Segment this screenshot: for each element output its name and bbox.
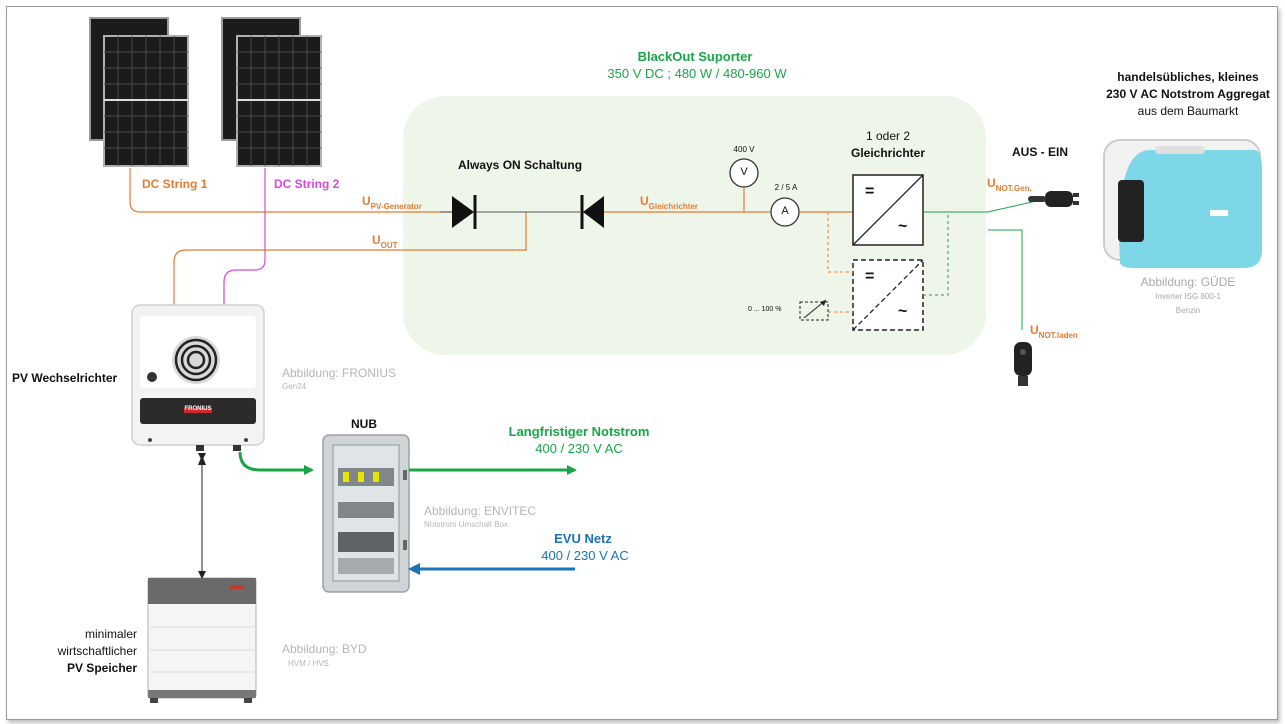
nub-switch-cabinet-image	[322, 434, 410, 593]
generator-title-3: aus dem Baumarkt	[1137, 104, 1239, 118]
rectifier-count-label: 1 oder 2	[865, 129, 911, 143]
voltmeter-icon	[729, 158, 759, 188]
dc-string-2-label: DC String 2	[274, 177, 340, 191]
inverter-image	[131, 304, 265, 451]
generator-title-1: handelsübliches, kleines	[1117, 70, 1259, 84]
storage-caption-model: HVM / HVS	[288, 659, 329, 668]
ammeter-value: 2 / 5 A	[774, 183, 798, 192]
dc-string-1-wire	[129, 168, 452, 213]
inverter-label: PV Wechselrichter	[12, 371, 118, 385]
solar-panel-string-1	[89, 17, 189, 167]
generator-caption-model: Inverter ISG 800-1	[1155, 292, 1221, 301]
voltmeter-symbol: V	[740, 166, 748, 178]
generator-caption-fuel: Benzin	[1175, 306, 1201, 315]
storage-label-1: minimaler	[84, 627, 137, 641]
generator-caption: Abbildung: GÜDE	[1140, 275, 1236, 289]
rectifier-1-dc-symbol: =	[865, 183, 875, 200]
solar-panel-string-2	[221, 17, 322, 167]
rectifier-2-ac-symbol: ~	[898, 303, 908, 320]
u-out-wire	[170, 212, 527, 331]
rectifier-label: Gleichrichter	[850, 146, 926, 160]
inverter-brand: FRONIUS	[184, 406, 212, 412]
notstrom-title: Langfristiger Notstrom	[508, 424, 650, 439]
rectifier-2-dc-symbol: =	[865, 268, 875, 285]
emergency-generator-image	[1103, 139, 1262, 268]
nub-caption: Abbildung: ENVITEC	[424, 504, 537, 518]
voltmeter-value: 400 V	[733, 145, 755, 154]
nub-label: NUB	[351, 417, 377, 431]
charging-socket-icon	[1014, 342, 1032, 386]
rectifier-1-ac-symbol: ~	[898, 218, 908, 235]
inverter-to-nub-arrow	[238, 451, 314, 475]
blackout-specs: 350 V DC ; 480 W / 480-960 W	[607, 66, 787, 81]
dc-string-2-wire	[220, 168, 266, 331]
inverter-caption-model: Gen24	[282, 382, 307, 391]
ammeter-symbol: A	[781, 205, 789, 217]
diode-pv-icon	[452, 195, 477, 229]
u-not-gen-label: UNOT.Gen.	[987, 176, 1032, 193]
u-out-label: UOUT	[372, 233, 398, 250]
blackout-suporter-box	[403, 96, 986, 355]
nub-caption-desc: Notstrom Umschalt Box	[424, 520, 509, 529]
u-gleichrichter-label: UGleichrichter	[640, 194, 699, 211]
storage-label-2: wirtschaftlicher	[57, 644, 137, 658]
generator-title-2: 230 V AC Notstrom Aggregat	[1106, 87, 1270, 101]
diode-rectifier-icon	[580, 195, 604, 229]
always-on-label: Always ON Schaltung	[458, 158, 583, 172]
evu-title: EVU Netz	[554, 531, 612, 546]
diagram-frame	[6, 6, 1278, 720]
battery-storage-image	[147, 577, 257, 703]
u-pv-generator-label: UPV-Generator	[362, 194, 422, 211]
u-not-laden-label: UNOT.laden	[1030, 323, 1078, 340]
dc-string-1-label: DC String 1	[142, 177, 208, 191]
ammeter-icon	[770, 197, 800, 227]
blackout-title: BlackOut Suporter	[637, 49, 753, 64]
aus-ein-label: AUS - EIN	[1012, 145, 1069, 159]
storage-label-3: PV Speicher	[66, 661, 137, 675]
generator-plug-icon	[1028, 191, 1079, 207]
dimmer-label: 0 ... 100 %	[748, 306, 782, 313]
storage-caption: Abbildung: BYD	[282, 642, 367, 656]
inverter-caption: Abbildung: FRONIUS	[282, 366, 397, 380]
notstrom-value: 400 / 230 V AC	[535, 441, 623, 456]
evu-value: 400 / 230 V AC	[541, 548, 629, 563]
dimmer-box	[799, 301, 829, 321]
